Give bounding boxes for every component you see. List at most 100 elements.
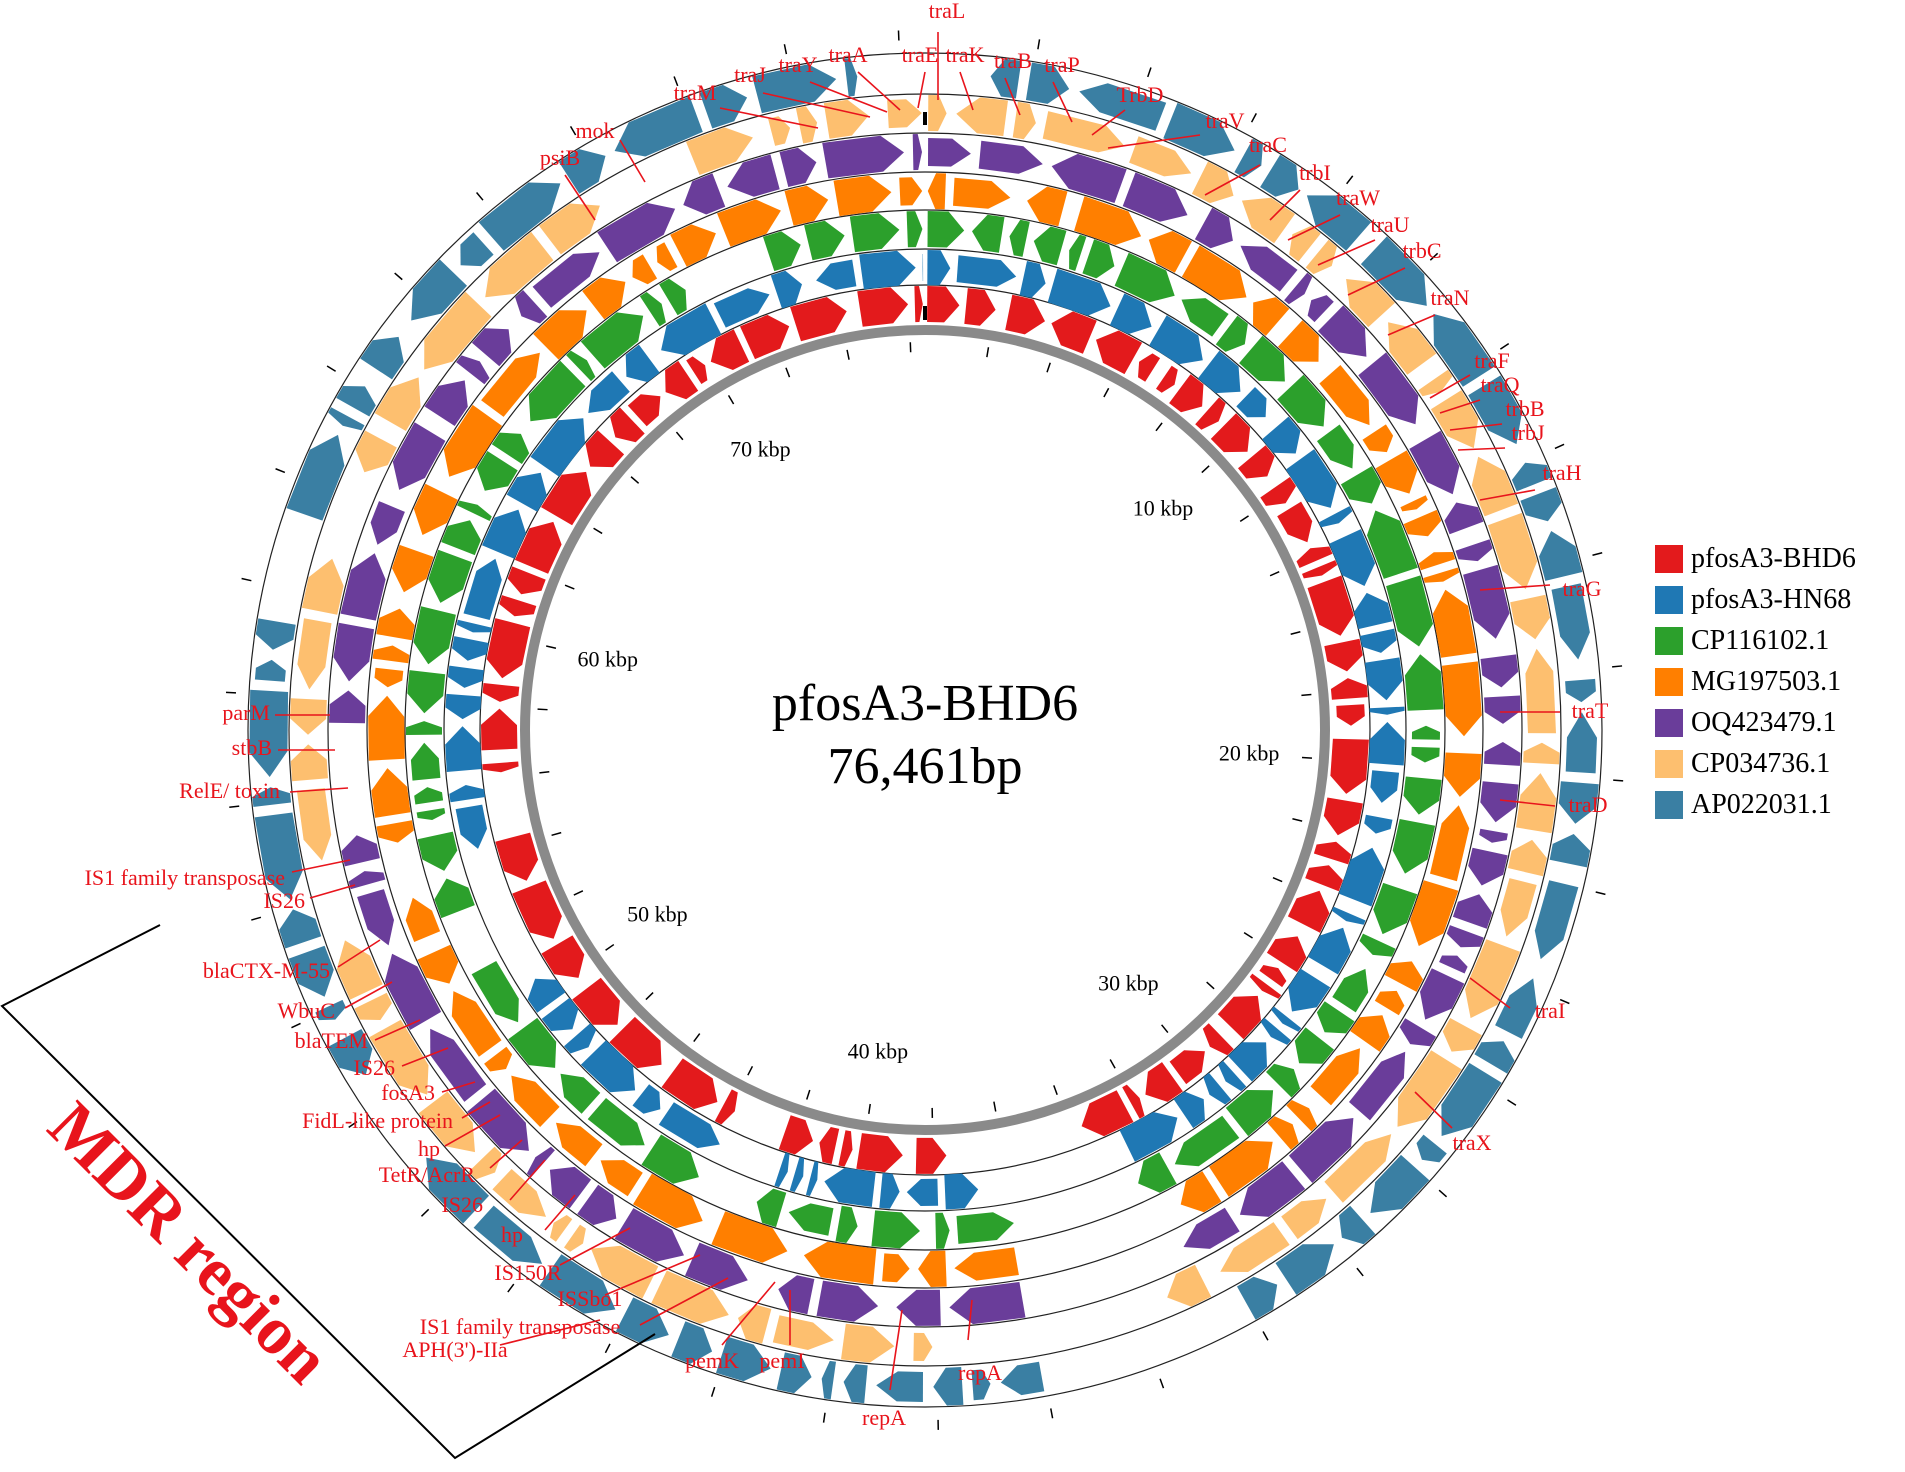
scale-tick — [630, 476, 640, 484]
gene-arrow — [492, 1169, 546, 1217]
gene-arrow — [1027, 186, 1068, 227]
gene-arrow — [1520, 487, 1562, 522]
gene-label-group: repA — [862, 1309, 906, 1430]
scale-tick — [1292, 818, 1303, 822]
gene-arrow — [406, 721, 442, 735]
gene-arrow — [1302, 560, 1338, 579]
gene-arrow — [328, 407, 365, 431]
gene-arrow — [953, 177, 1011, 209]
gene-arrow — [928, 95, 947, 132]
gene-label: traL — [929, 0, 966, 23]
legend-swatch — [1655, 627, 1683, 655]
gene-arrow — [413, 606, 456, 665]
gene-arrow — [944, 1173, 979, 1210]
leader-line — [1317, 239, 1376, 266]
gene-arrow — [1225, 1090, 1274, 1137]
gene-arrow — [1463, 564, 1510, 639]
gene-arrow — [1324, 638, 1363, 672]
gene-arrow — [290, 744, 328, 782]
legend-swatch — [1655, 586, 1683, 614]
legend-swatch — [1655, 668, 1683, 696]
gene-arrow — [727, 154, 780, 197]
gene-arrow — [614, 96, 703, 157]
legend-label: CP034736.1 — [1691, 748, 1831, 779]
gene-arrow — [1313, 841, 1352, 865]
gene-label-group: traI — [1469, 977, 1565, 1023]
gene-arrow — [1047, 268, 1111, 316]
gene-arrow — [336, 940, 383, 1000]
gene-arrow — [499, 595, 537, 617]
gene-arrow — [341, 835, 380, 867]
gene-label: traQ — [1480, 372, 1519, 397]
gene-arrow — [1079, 83, 1167, 131]
gene-arrow — [1275, 1244, 1334, 1295]
gene-arrow — [1399, 1018, 1436, 1047]
gene-arrow — [1468, 375, 1522, 445]
backbone-circle — [520, 325, 1330, 1135]
gene-arrow — [491, 432, 530, 464]
gene-arrow — [1287, 890, 1330, 933]
gene-label: traD — [1568, 792, 1607, 817]
gene-arrow — [1349, 1051, 1406, 1121]
gene-arrow — [752, 64, 837, 114]
gene-arrow — [527, 978, 566, 1013]
gene-arrow — [918, 1250, 947, 1287]
gene-arrow — [1114, 252, 1175, 303]
scale-tick — [1053, 1085, 1058, 1096]
gene-label-group: traW — [1287, 185, 1380, 241]
gene-arrow — [1364, 814, 1393, 834]
scale-tick — [1301, 756, 1313, 759]
scale-tick — [645, 992, 654, 1001]
comparison-rings — [247, 52, 1603, 1408]
ring-OQ423479.1 — [327, 132, 1523, 1328]
gene-arrow — [1400, 495, 1428, 512]
gene-arrow — [511, 1075, 560, 1127]
gene-arrow — [1288, 968, 1331, 1012]
leader-line — [857, 71, 901, 111]
gene-arrow — [296, 788, 332, 861]
gene-arrow — [685, 1242, 748, 1290]
gene-arrow — [949, 1282, 1026, 1325]
gene-arrow — [625, 344, 660, 383]
gene-arrow — [414, 787, 444, 805]
gene-arrow — [954, 1247, 1019, 1281]
gene-label-group: trbC — [1347, 238, 1442, 296]
gene-arrow — [1181, 245, 1247, 301]
gene-arrow — [1019, 261, 1046, 298]
gene-arrow — [1217, 995, 1261, 1040]
gene-arrow — [816, 259, 857, 290]
gene-arrow — [1145, 1062, 1183, 1102]
gene-arrow — [972, 214, 1005, 253]
gene-arrow — [1081, 1090, 1134, 1137]
gene-arrow — [627, 394, 661, 427]
gene-arrow — [355, 430, 397, 473]
gene-label: repA — [862, 1405, 906, 1430]
legend-label: OQ423479.1 — [1691, 707, 1837, 738]
gene-arrow — [1305, 865, 1343, 892]
gene-label: traB — [994, 48, 1032, 73]
legend-swatch — [1655, 791, 1683, 819]
scale-tick — [868, 1103, 871, 1115]
scale-tick — [1239, 515, 1249, 522]
gene-arrow — [1439, 955, 1468, 974]
gene-arrow — [1163, 102, 1235, 157]
gene-label: traJ — [734, 62, 766, 87]
gene-arrow — [1403, 776, 1442, 815]
gene-arrow — [1354, 592, 1393, 630]
gene-label: traE — [902, 42, 939, 67]
gene-label-group: APH(3')-IIa — [402, 1319, 601, 1362]
gene-arrow — [1468, 847, 1508, 886]
leader-line — [289, 787, 349, 793]
gene-arrow — [407, 670, 446, 714]
gene-arrow — [1369, 706, 1405, 715]
leader-line — [461, 1101, 491, 1119]
outer-tick — [241, 577, 252, 582]
gene-arrow — [1420, 968, 1465, 1020]
gene-arrow — [1195, 397, 1226, 430]
gene-arrow — [776, 1352, 812, 1394]
gene-arrow — [956, 255, 1017, 287]
gene-arrow — [1565, 678, 1596, 703]
leader-line — [499, 1319, 601, 1346]
